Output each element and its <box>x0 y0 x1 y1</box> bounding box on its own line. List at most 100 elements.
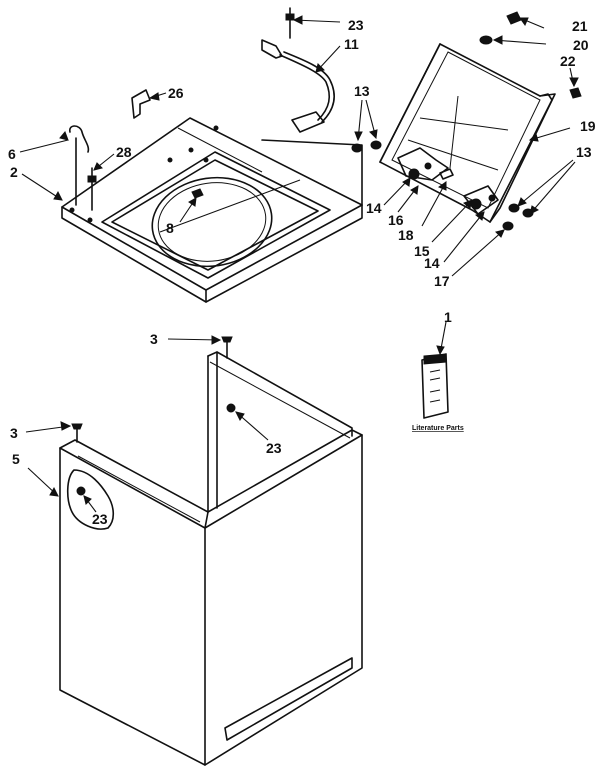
arrowhead-icon <box>83 495 92 505</box>
arrowhead-icon <box>148 92 160 101</box>
callout-22: 22 <box>560 53 576 69</box>
callout-16: 16 <box>388 212 404 228</box>
harness-wire-2 <box>283 51 335 123</box>
arrowhead-icon <box>492 35 503 45</box>
arrowhead-icon <box>59 131 69 141</box>
callout-13a: 13 <box>354 83 370 99</box>
callout-3b: 3 <box>10 425 18 441</box>
cabinet-rear-rail <box>207 351 353 437</box>
tub-ring-icon <box>151 176 273 268</box>
cabinet-front-edge <box>77 455 201 523</box>
booklet-line <box>429 399 441 403</box>
arrowhead-icon <box>519 17 529 27</box>
hole-icon <box>188 147 194 153</box>
lid-hinge-left <box>397 147 449 181</box>
leader-line-3a <box>167 338 221 341</box>
callout-6: 6 <box>8 146 16 162</box>
cabinet-front-face <box>59 447 206 766</box>
lid-brace-2 <box>449 95 459 169</box>
lid-left-edge <box>379 43 441 163</box>
callout-3a: 3 <box>150 331 158 347</box>
bumper-icon <box>508 203 520 213</box>
callout-14b: 14 <box>424 255 440 271</box>
harness-plug-icon <box>291 111 325 133</box>
tub-ring-inner <box>157 182 267 262</box>
arrowhead-icon <box>369 129 378 140</box>
hole-icon <box>213 125 219 131</box>
top-panel-rear-edge <box>261 139 363 206</box>
callout-23b: 23 <box>266 440 282 456</box>
arrowhead-icon <box>528 133 539 142</box>
booklet-line <box>429 389 441 393</box>
callout-11: 11 <box>344 36 359 52</box>
leader-line-6 <box>19 139 69 153</box>
cabinet-label-patch <box>66 469 115 530</box>
cabinet-side-face <box>204 434 363 766</box>
leader-line-14b <box>443 211 485 263</box>
leader-lines <box>19 17 576 513</box>
top-panel-rear-step <box>177 127 263 173</box>
leader-line-18 <box>421 181 447 227</box>
cabinet <box>59 336 363 766</box>
callout-14a: 14 <box>366 200 382 216</box>
leader-line-13b <box>517 159 574 207</box>
screw-icon <box>76 486 86 496</box>
leader-line-20 <box>493 39 547 45</box>
handle-22-icon <box>569 87 582 99</box>
callout-23a: 23 <box>348 17 364 33</box>
hole-icon <box>167 157 173 163</box>
booklet-line <box>429 369 441 373</box>
callout-19: 19 <box>580 118 596 134</box>
hinge-bushing-icon <box>408 168 420 180</box>
tub-ring-divider <box>159 179 301 233</box>
lid-assembly <box>351 11 582 231</box>
leader-line-13b-2 <box>529 161 576 215</box>
washer-20-icon <box>479 35 493 45</box>
callout-13b: 13 <box>576 144 592 160</box>
callout-17: 17 <box>434 273 450 289</box>
arrowhead-icon <box>354 131 363 142</box>
clip-icon <box>71 423 83 430</box>
bumper-icon <box>370 140 382 150</box>
hole-icon <box>203 157 209 163</box>
clip-icon <box>221 336 233 343</box>
callout-20: 20 <box>573 37 589 53</box>
harness-connector-icon <box>261 39 283 59</box>
leader-line-17 <box>451 229 505 277</box>
lid-brace <box>419 117 509 131</box>
lid-hinge-pad <box>439 168 454 180</box>
literature-parts: Literature Parts <box>412 353 464 432</box>
callout-8: 8 <box>166 220 174 236</box>
hinge-bushing-icon <box>488 194 496 202</box>
arrowhead-icon <box>569 77 579 88</box>
hinge-bushing-icon <box>470 198 482 210</box>
hole-icon <box>87 217 93 223</box>
literature-booklet-spine <box>423 353 447 365</box>
arrowhead-icon <box>463 199 473 209</box>
literature-caption: Literature Parts <box>412 425 464 432</box>
callout-15: 15 <box>414 243 430 259</box>
callout-2: 2 <box>10 164 18 180</box>
arrowheads <box>49 15 579 505</box>
clip-26-icon <box>131 89 151 119</box>
arrowhead-icon <box>53 190 63 201</box>
arrowhead-icon <box>292 15 303 25</box>
hinge-6-icon <box>69 125 90 153</box>
cabinet-front-rim <box>59 439 209 529</box>
callout-1: 1 <box>444 309 452 325</box>
arrowhead-icon <box>475 211 485 221</box>
screw-icon <box>285 13 295 21</box>
callout-28: 28 <box>116 144 132 160</box>
top-panel-outline <box>61 117 363 303</box>
harness-wire <box>279 54 331 121</box>
wiring-harness <box>261 7 335 133</box>
arrowhead-icon <box>49 486 59 497</box>
bumper-icon <box>351 143 363 153</box>
callout-labels: 23 11 21 20 22 26 13 19 6 28 2 13 14 16 … <box>8 17 596 527</box>
arrowhead-icon <box>235 411 245 421</box>
leader-line-15 <box>431 199 473 243</box>
arrowhead-icon <box>402 177 411 187</box>
callout-18: 18 <box>398 227 414 243</box>
